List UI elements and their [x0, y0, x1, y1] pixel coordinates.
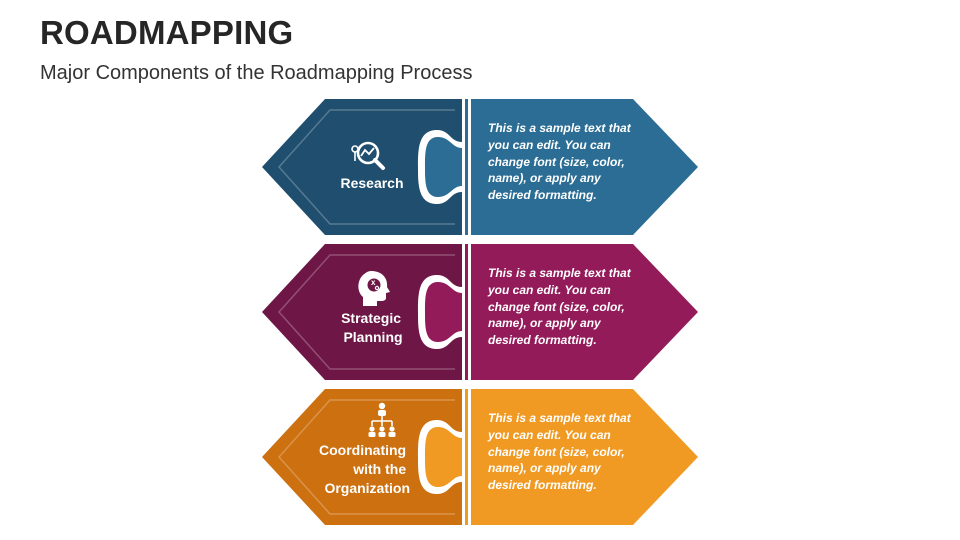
strategic-divider-inner: [465, 244, 468, 380]
coordinating-divider-inner: [465, 389, 468, 525]
row-research: Research This is a sample text that you …: [262, 99, 698, 235]
research-puzzle-tab: [425, 137, 462, 197]
coordinating-right-block: [471, 389, 698, 525]
page-title: ROADMAPPING: [40, 14, 294, 51]
coordinating-left-block: [262, 389, 463, 525]
strategic-puzzle-tab: [425, 282, 462, 342]
strategic-left-block: [262, 244, 463, 380]
coordinating-inner-outline: [277, 399, 455, 515]
strategic-right-block: [471, 244, 698, 380]
strategic-label: Strategic Planning: [341, 310, 405, 345]
strategic-inner-outline: [277, 254, 455, 370]
research-inner-outline: [277, 109, 455, 225]
research-divider-inner: [465, 99, 468, 235]
page-subtitle: Major Components of the Roadmapping Proc…: [40, 62, 473, 84]
coordinating-description: This is a sample text that you can edit.…: [487, 411, 634, 492]
research-right-block: [471, 99, 698, 235]
research-description: This is a sample text that you can edit.…: [487, 121, 634, 202]
coordinating-label: Coordinating with the Organization: [319, 442, 410, 496]
coordinating-puzzle-tab: [425, 427, 462, 487]
research-label: Research: [340, 175, 403, 191]
row-strategic-planning: Strategic Planning This is a sample text…: [262, 244, 698, 380]
row-coordinating: Coordinating with the Organization This …: [262, 389, 698, 525]
research-left-block: [262, 99, 463, 235]
strategic-description: This is a sample text that you can edit.…: [487, 266, 634, 347]
